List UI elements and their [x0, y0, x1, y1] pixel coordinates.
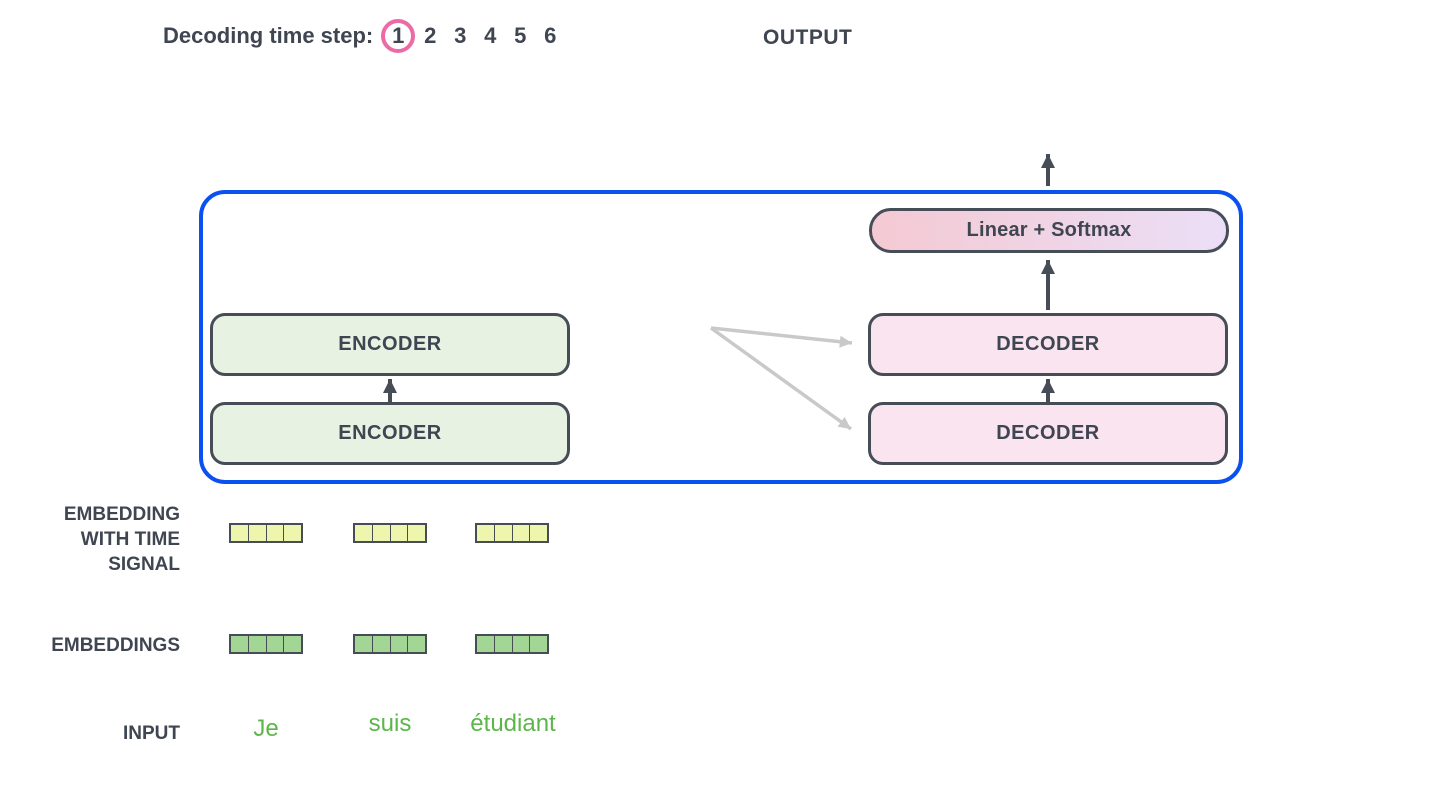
- embedding-cell: [511, 636, 530, 652]
- time-signal-embedding-vector-3: [475, 523, 549, 543]
- embedding-vector-1: [229, 634, 303, 654]
- embedding-cell: [477, 525, 494, 541]
- time-step-5[interactable]: 5: [514, 23, 527, 48]
- embedding-cell: [389, 525, 408, 541]
- encoder-box-top: ENCODER: [210, 313, 570, 376]
- embeddings-label: EMBEDDINGS: [51, 635, 180, 656]
- embedding-cell: [265, 636, 284, 652]
- time-step-3[interactable]: 3: [454, 23, 467, 48]
- time-signal-embedding-vector-2: [353, 523, 427, 543]
- encoder-to-bottom-decoder-arrow: [709, 326, 853, 431]
- embedding-cell: [529, 636, 547, 652]
- embedding-cell: [231, 636, 248, 652]
- embedding-cell: [283, 525, 301, 541]
- embedding-cell: [477, 636, 494, 652]
- input-label: INPUT: [123, 723, 180, 744]
- embedding-cell: [371, 636, 390, 652]
- embedding-vector-3: [475, 634, 549, 654]
- embedding-cell: [529, 525, 547, 541]
- decoding-time-step-bar: Decoding time step: 1 2 3 4 5 6: [163, 17, 565, 55]
- time-step-2[interactable]: 2: [424, 23, 437, 48]
- embedding-cell: [493, 636, 512, 652]
- embedding-cell: [355, 636, 372, 652]
- decoder-box-bottom: DECODER: [868, 402, 1228, 465]
- time-step-6[interactable]: 6: [544, 23, 557, 48]
- input-token-etudiant: étudiant: [470, 710, 556, 737]
- time-step-1[interactable]: 1: [381, 19, 416, 53]
- time-signal-embedding-vector-1: [229, 523, 303, 543]
- embedding-vector-2: [353, 634, 427, 654]
- embedding-cell: [247, 636, 266, 652]
- embedding-cell: [371, 525, 390, 541]
- decoder-box-top: DECODER: [868, 313, 1228, 376]
- embedding-cell: [265, 525, 284, 541]
- input-token-suis: suis: [368, 710, 412, 737]
- decoding-time-step-label: Decoding time step:: [163, 23, 374, 48]
- linear-softmax-box: Linear + Softmax: [869, 208, 1229, 253]
- embedding-cell: [231, 525, 248, 541]
- encoder-box-bottom: ENCODER: [210, 402, 570, 465]
- embedding-with-time-signal-label: EMBEDDING WITH TIME SIGNAL: [63, 504, 180, 575]
- transformer-container-box: [199, 190, 1243, 484]
- embedding-cell: [247, 525, 266, 541]
- encoder-to-top-decoder-arrow: [710, 326, 853, 348]
- embedding-cell: [355, 525, 372, 541]
- output-label: OUTPUT: [763, 26, 853, 49]
- embedding-cell: [389, 636, 408, 652]
- embedding-cell: [407, 525, 425, 541]
- input-token-je: Je: [253, 715, 279, 742]
- embedding-cell: [493, 525, 512, 541]
- embedding-cell: [407, 636, 425, 652]
- embedding-cell: [283, 636, 301, 652]
- embedding-cell: [511, 525, 530, 541]
- time-step-4[interactable]: 4: [484, 23, 497, 48]
